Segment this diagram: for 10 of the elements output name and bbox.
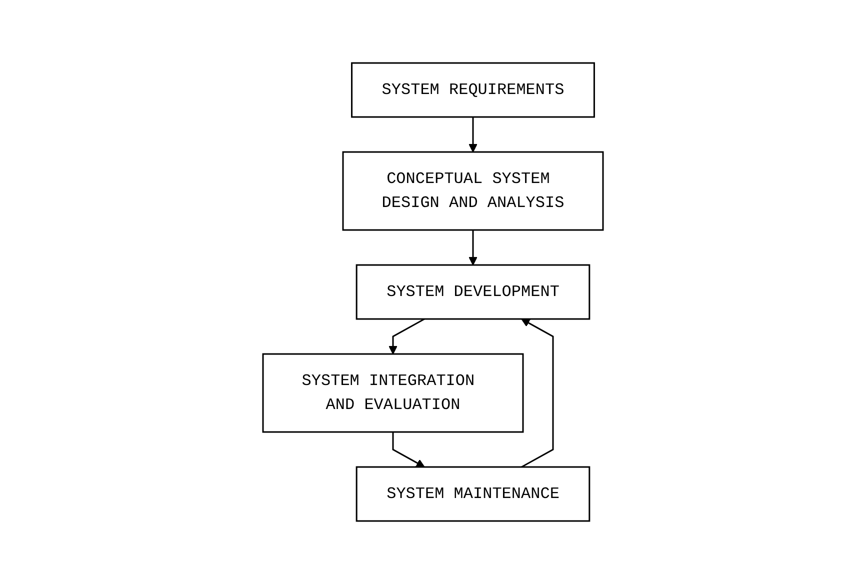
node-box: CONCEPTUAL SYSTEM DESIGN AND ANALYSIS [342, 151, 604, 231]
arrow [468, 230, 477, 266]
node-box: SYSTEM DEVELOPMENT [355, 264, 590, 320]
arrow [392, 432, 424, 468]
node-box: SYSTEM REQUIREMENTS [350, 62, 594, 118]
arrow [520, 318, 554, 468]
arrow [388, 318, 424, 354]
arrow [468, 117, 477, 152]
node-box: SYSTEM MAINTENANCE [355, 466, 590, 522]
node-box: SYSTEM INTEGRATION AND EVALUATION [262, 353, 524, 433]
